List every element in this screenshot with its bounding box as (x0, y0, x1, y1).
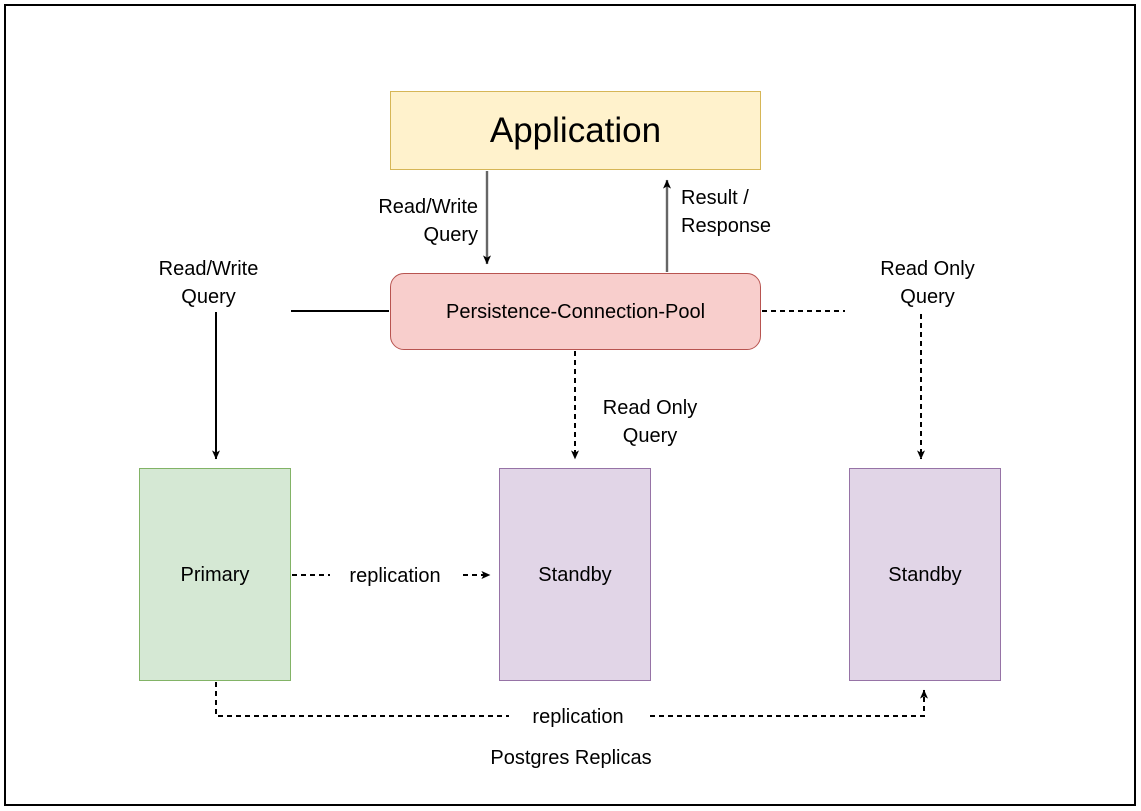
diagram-caption: Postgres Replicas (490, 747, 652, 769)
node-connection-pool[interactable]: Persistence-Connection-Pool (390, 273, 761, 350)
edge-label-pool-to-standby-middle: Read Only Query (585, 394, 715, 451)
edge-primary-to-standby-right-left (215, 682, 509, 717)
node-standby-middle-label: Standby (538, 563, 612, 586)
edge-label-pool-to-standby-right: Read Only Query (845, 255, 1010, 312)
node-primary-label: Primary (180, 563, 250, 586)
edge-pool-to-primary (212, 310, 389, 460)
edge-label-primary-to-standby-middle: replication (330, 562, 460, 591)
edge-label-app-to-pool: Read/Write Query (318, 193, 478, 250)
edge-label-pool-to-primary: Read/Write Query (126, 255, 291, 312)
edge-primary-to-standby-right-up (641, 689, 928, 717)
edge-pool-to-standby-right (762, 310, 925, 460)
edge-label-primary-to-standby-right: replication (509, 703, 647, 732)
node-standby-right-label: Standby (888, 563, 962, 586)
node-standby-right[interactable]: Standby (849, 468, 1001, 681)
node-connection-pool-label: Persistence-Connection-Pool (445, 300, 706, 323)
node-standby-middle[interactable]: Standby (499, 468, 651, 681)
node-application[interactable]: Application (390, 91, 761, 170)
edge-label-pool-to-app: Result / Response (681, 184, 851, 241)
node-primary[interactable]: Primary (139, 468, 291, 681)
node-application-label: Application (489, 110, 662, 150)
